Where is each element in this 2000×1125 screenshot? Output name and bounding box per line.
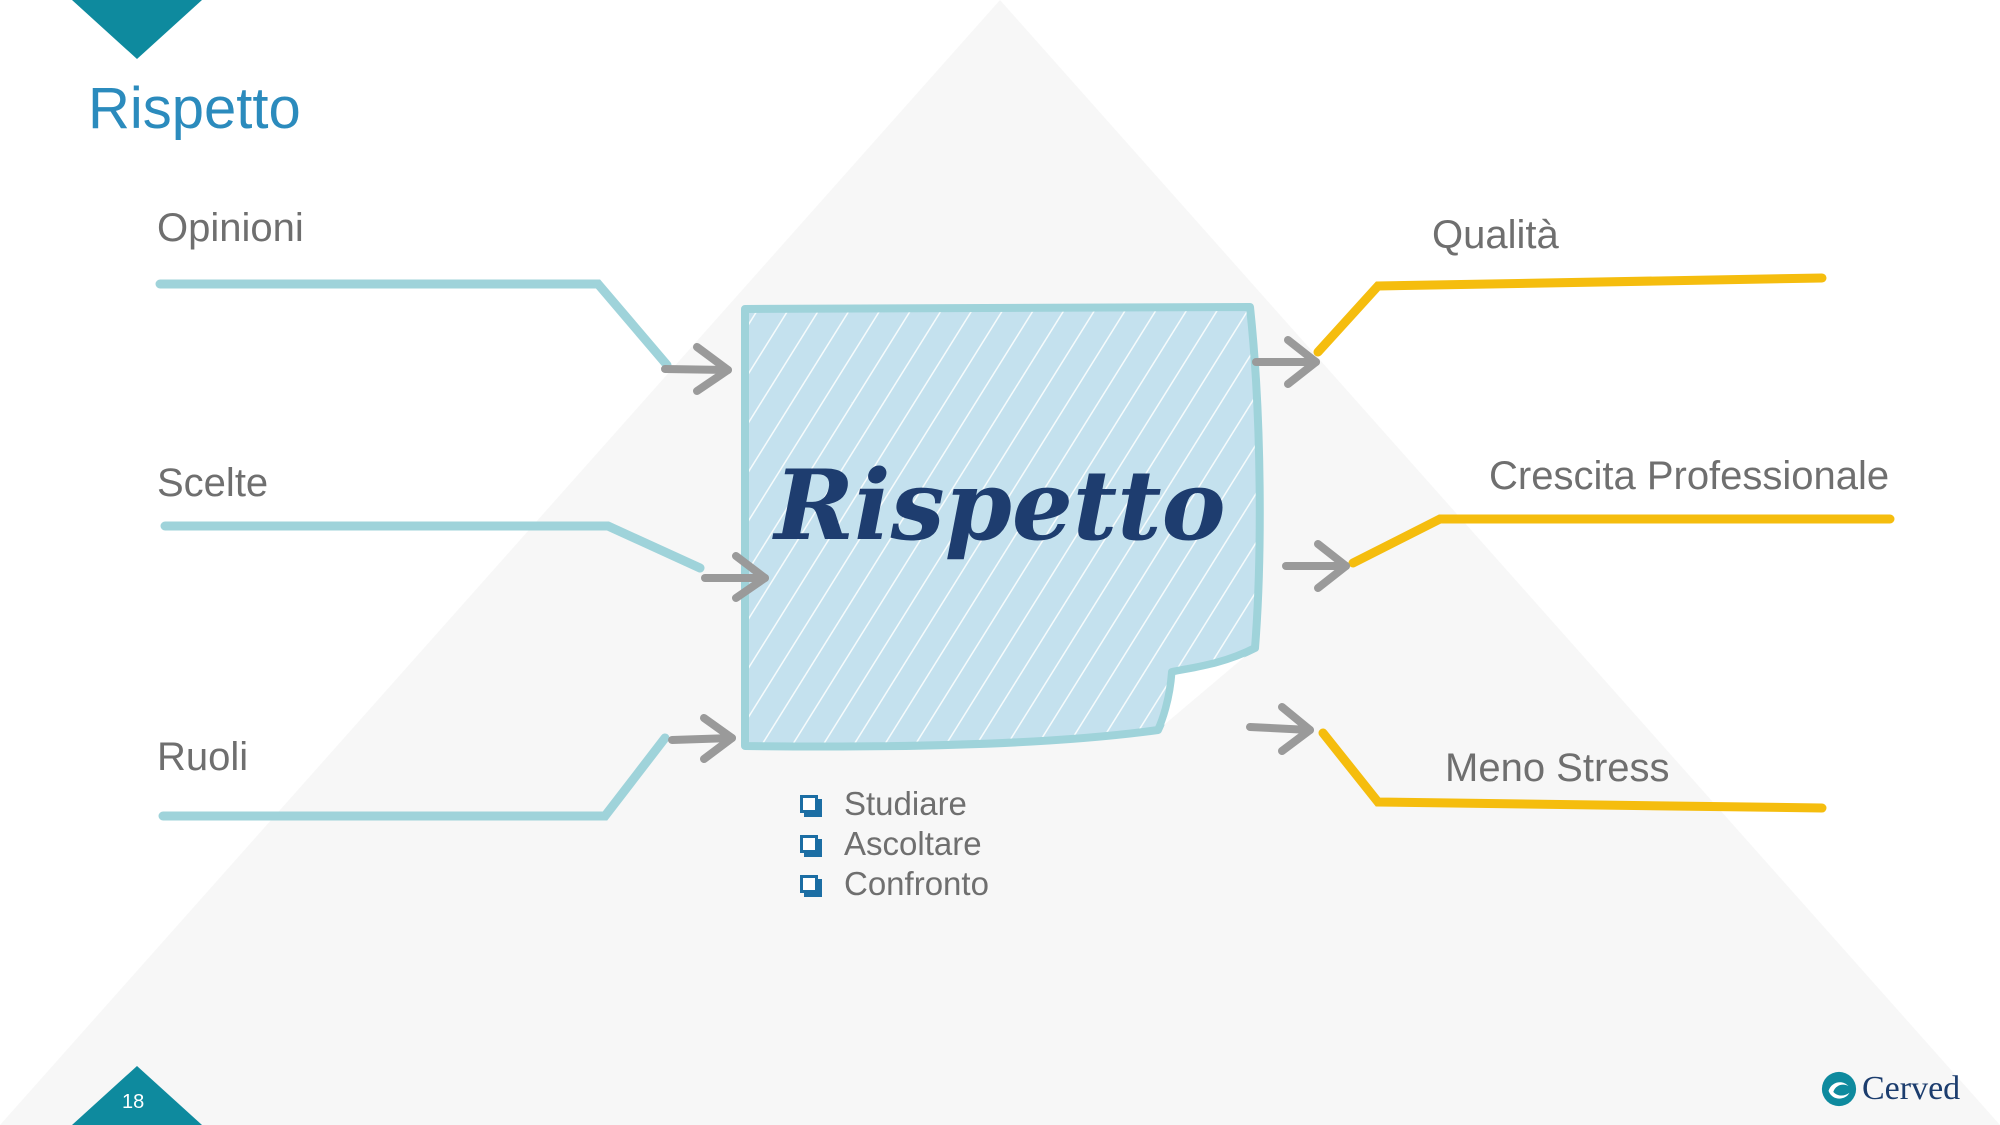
- arrow-right-icon: [1246, 703, 1314, 755]
- cerved-logo-icon: [1821, 1071, 1857, 1107]
- sticky-note-title: Rispetto: [774, 449, 1226, 562]
- list-item: Ascoltare: [800, 824, 989, 864]
- connector-crescita: [1348, 514, 1895, 568]
- connector-qualita: [1313, 273, 1827, 357]
- list-item: Studiare: [800, 784, 989, 824]
- connector-scelte: [160, 521, 705, 573]
- arrow-right-icon: [1282, 540, 1350, 592]
- list-item: Confronto: [800, 864, 989, 904]
- outcome-label-qualita: Qualità: [1432, 213, 1559, 257]
- list-item-label: Ascoltare: [844, 825, 982, 862]
- brand-name: Cerved: [1862, 1070, 1961, 1107]
- connector-opinioni: [155, 279, 672, 370]
- page-title: Rispetto: [88, 76, 301, 141]
- arrow-right-icon: [668, 714, 736, 763]
- input-label-opinioni: Opinioni: [157, 206, 304, 250]
- checkbox-icon: [800, 795, 818, 813]
- outcome-connectors: [1313, 273, 1895, 813]
- action-list: Studiare Ascoltare Confronto: [800, 784, 989, 904]
- connector-ruoli: [158, 733, 670, 821]
- connector-meno-stress: [1318, 728, 1827, 813]
- top-corner-triangle: [72, 0, 202, 59]
- checkbox-icon: [800, 835, 818, 853]
- sticky-note: [741, 303, 1264, 751]
- input-connectors: [155, 279, 705, 821]
- checkbox-icon: [800, 875, 818, 893]
- arrow-right-icon: [1252, 336, 1320, 388]
- list-item-label: Confronto: [844, 865, 989, 902]
- list-item-label: Studiare: [844, 785, 967, 822]
- outcome-label-crescita: Crescita Professionale: [1489, 454, 1890, 498]
- outcome-label-meno-stress: Meno Stress: [1445, 746, 1670, 790]
- input-label-ruoli: Ruoli: [157, 735, 249, 779]
- arrows: [661, 336, 1350, 763]
- brand-logo: Cerved: [1820, 1070, 1960, 1108]
- page-number: 18: [122, 1091, 145, 1113]
- bottom-corner-triangle: [72, 1066, 202, 1125]
- arrow-right-icon: [701, 552, 769, 602]
- arrow-right-icon: [661, 343, 732, 395]
- input-label-scelte: Scelte: [157, 461, 269, 505]
